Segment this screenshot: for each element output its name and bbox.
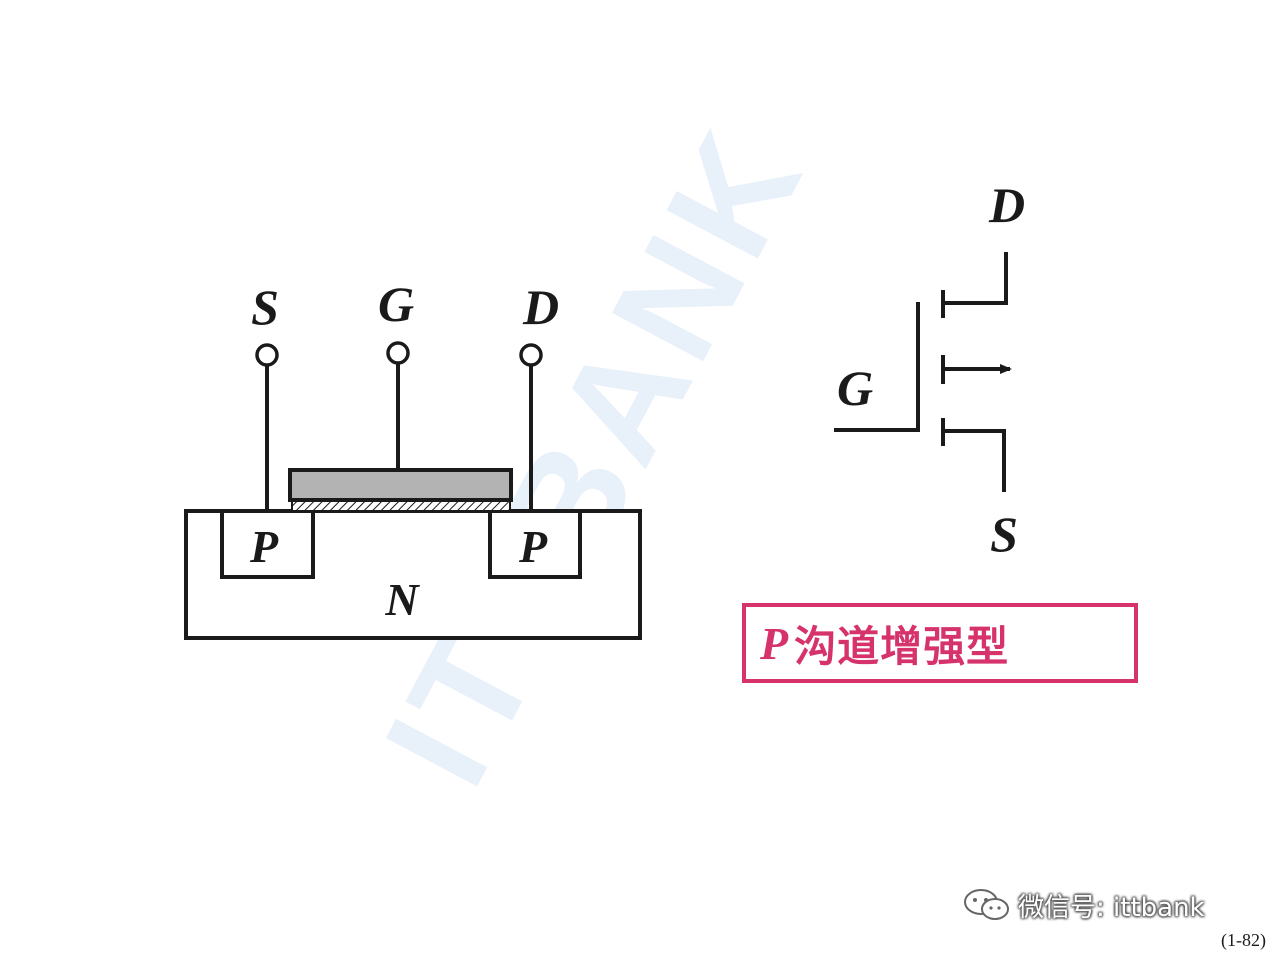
page-number: (1-82) [1221,930,1266,950]
mosfet-cross-section [184,341,642,640]
wechat-label: 微信号: ittbank [1018,892,1205,923]
caption-text: 沟道增强型 [794,621,1010,671]
gate-terminal-circle [386,341,410,365]
channel-type-caption: P 沟道增强型 [742,603,1138,683]
source-terminal-label: S [251,279,279,335]
symbol-drain-label: D [988,177,1025,233]
caption-letter: P [760,617,789,669]
drain-terminal-label: D [522,279,559,335]
symbol-source-label: S [990,506,1018,562]
drain-connection [943,252,1008,305]
p-well-drain-label: P [518,521,548,572]
source-terminal-circle [255,343,279,367]
drain-terminal-circle [519,343,543,367]
gate-electrode [834,302,920,432]
wechat-icon [964,889,1009,920]
source-connection [943,429,1006,492]
p-well-source-label: P [249,521,279,572]
symbol-gate-label: G [837,360,873,416]
n-substrate-label: N [384,574,420,625]
p-well-drain [488,509,582,579]
mosfet-symbol [834,252,1012,492]
gate-metal [288,468,513,502]
p-well-source [220,509,315,579]
wechat-watermark: 微信号: ittbank [962,885,1205,925]
gate-terminal-label: G [378,276,414,332]
watermark: ITTBANK [352,101,836,811]
